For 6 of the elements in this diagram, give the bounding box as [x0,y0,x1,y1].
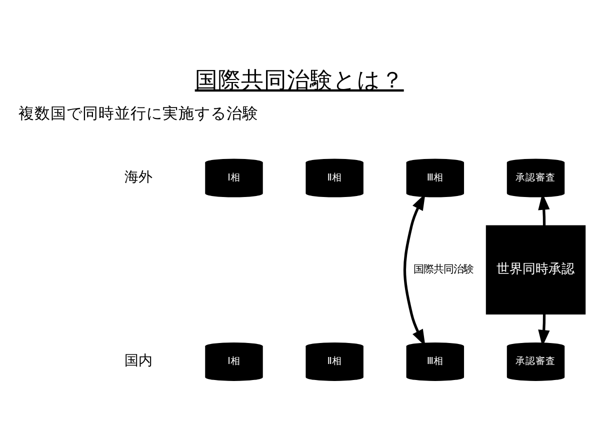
node-box: 世界同時承認 [486,224,586,314]
edge-label: 国際共同治験 [413,263,474,276]
label: 複数国で同時並行に実施する治験 [18,102,259,122]
label: 海外 [124,168,153,185]
label: 国内 [124,352,153,369]
diagram-title: 国際共同治験とは？ [194,66,404,93]
